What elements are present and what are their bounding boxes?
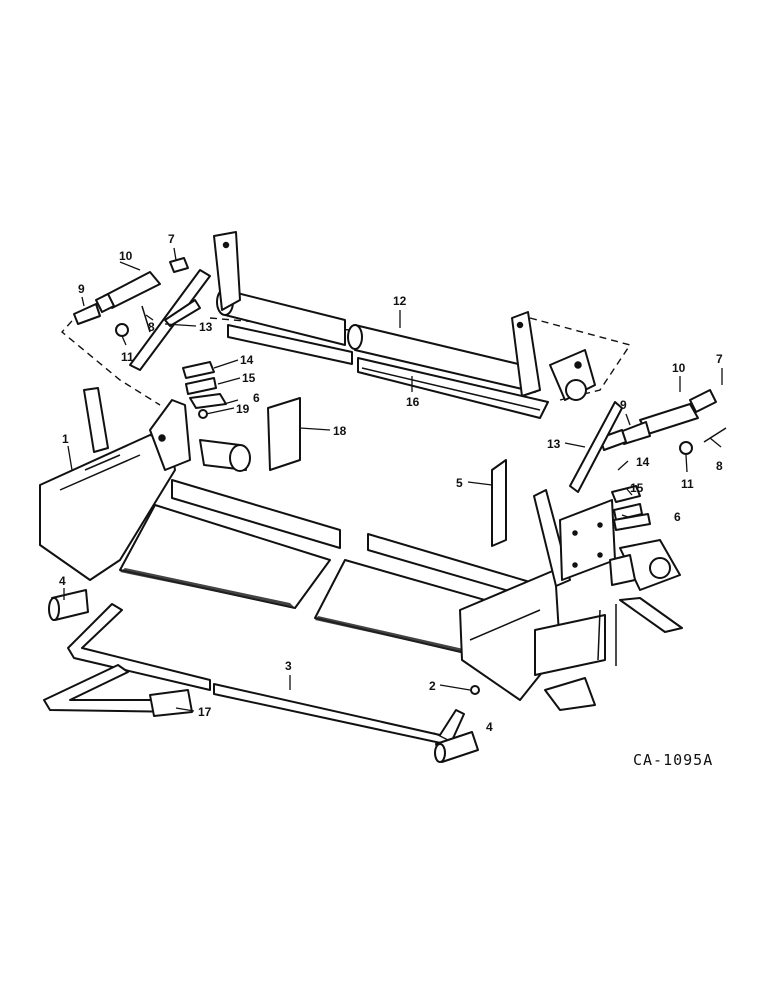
callout-10-left: 10: [119, 249, 133, 263]
left-hardware: [73, 257, 211, 371]
callout-8-right: 8: [716, 459, 723, 473]
callout-15-left: 15: [242, 371, 256, 385]
callout-17: 17: [198, 705, 212, 719]
callout-19: 19: [236, 402, 250, 416]
callout-6-right: 6: [674, 510, 681, 524]
assembly-outline: [60, 311, 632, 406]
left-upper-bracket: [213, 231, 241, 311]
callout-12: 12: [393, 294, 407, 308]
callout-3: 3: [285, 659, 292, 673]
callout-labels: 1 2 3 4 4 5 6 6 7 7 8 8 9 9 10 10 11 11 …: [59, 232, 723, 734]
callout-14-left: 14: [240, 353, 254, 367]
callout-4-left: 4: [59, 574, 66, 588]
callout-18: 18: [333, 424, 347, 438]
bar-assembly: [67, 603, 465, 746]
right-hardware: [569, 389, 727, 531]
callout-11-right: 11: [681, 477, 694, 491]
shield-plate: [267, 397, 301, 471]
callout-1: 1: [62, 432, 69, 446]
left-plates: [182, 361, 227, 419]
callout-16: 16: [406, 395, 420, 409]
right-grip: [434, 731, 479, 763]
small-shield-plate: [491, 459, 507, 547]
callout-10-right: 10: [672, 361, 686, 375]
callout-9-left: 9: [78, 282, 85, 296]
callout-13-right: 13: [547, 437, 561, 451]
callout-7-right: 7: [716, 352, 723, 366]
callout-11-left: 11: [121, 350, 134, 364]
callout-8-left: 8: [148, 320, 155, 334]
callout-4-right: 4: [486, 720, 493, 734]
angle-strip: [227, 324, 549, 419]
callout-2: 2: [429, 679, 436, 693]
callout-9-right: 9: [620, 398, 627, 412]
callout-15-right: 15: [630, 481, 644, 495]
callout-6-left: 6: [253, 391, 260, 405]
callout-13-left: 13: [199, 320, 213, 334]
callout-7-left: 7: [168, 232, 175, 246]
right-upper-bracket: [511, 311, 596, 401]
callout-14-right: 14: [636, 455, 650, 469]
callout-5: 5: [456, 476, 463, 490]
left-grip: [48, 589, 89, 621]
main-frame: [39, 387, 683, 711]
washer: [470, 685, 480, 695]
drawing-code: CA-1095A: [633, 751, 713, 769]
leader-lines: [63, 247, 723, 741]
